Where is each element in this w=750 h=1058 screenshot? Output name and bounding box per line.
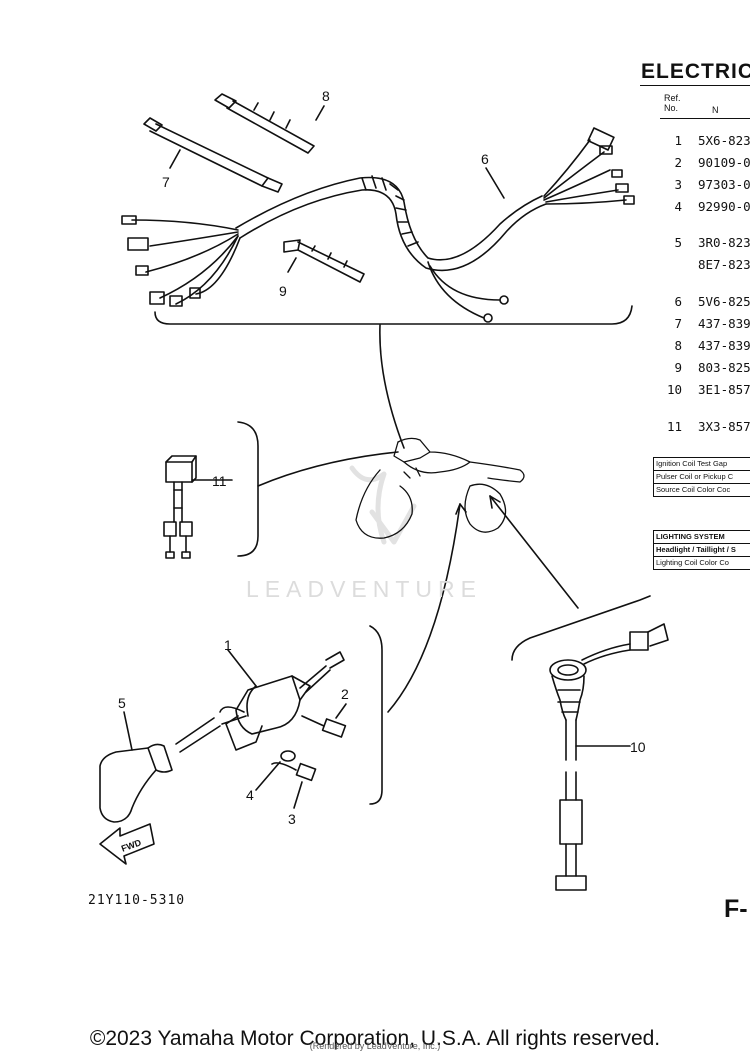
leader-sensor xyxy=(489,495,579,609)
row-ref: 2 xyxy=(674,155,682,170)
leader-coil xyxy=(387,503,461,713)
table-row: 4 92990-0 xyxy=(662,199,750,215)
bracket-harness xyxy=(154,305,633,325)
leader-cdi xyxy=(257,451,399,487)
strap-8 xyxy=(214,93,315,154)
row-part-no: 803-825 xyxy=(698,360,750,375)
strap-9 xyxy=(283,239,365,283)
callout-6: 6 xyxy=(481,151,489,167)
row-ref: 11 xyxy=(666,419,682,434)
spec-line: LIGHTING SYSTEM xyxy=(654,531,750,544)
strap-7 xyxy=(143,117,283,193)
figure-code: 21Y110-5310 xyxy=(88,893,186,908)
fwd-arrow-icon xyxy=(99,823,155,865)
spec-line: Headlight / Taillight / S xyxy=(654,544,750,557)
row-part-no: 437-839 xyxy=(698,316,750,331)
table-row: 11 3X3-857 xyxy=(662,419,750,435)
row-part-no: 3R0-823 xyxy=(698,235,750,250)
bracket-sensor xyxy=(511,595,651,661)
callout-11: 11 xyxy=(212,473,227,489)
callout-2: 2 xyxy=(341,686,349,702)
row-ref: 3 xyxy=(674,177,682,192)
row-ref: 9 xyxy=(674,360,682,375)
ignition-spec-box: Ignition Coil Test Gap Pulser Coil or Pi… xyxy=(653,457,750,497)
row-part-no: 92990-0 xyxy=(698,199,750,214)
table-row: 7 437-839 xyxy=(662,316,750,332)
row-ref: 1 xyxy=(674,133,682,148)
row-part-no: 90109-0 xyxy=(698,155,750,170)
row-part-no: 5V6-825 xyxy=(698,294,750,309)
watermark-text: LEADVENTURE xyxy=(246,576,482,602)
table-row: 5 3R0-823 xyxy=(662,235,750,251)
row-ref: 6 xyxy=(674,294,682,309)
table-row: 6 5V6-825 xyxy=(662,294,750,310)
vehicle-silhouette xyxy=(355,437,525,539)
row-part-no: 3X3-857 xyxy=(698,419,750,434)
row-ref: 10 xyxy=(666,382,682,397)
callout-10: 10 xyxy=(630,739,646,755)
row-part-no: 3E1-857 xyxy=(698,382,750,397)
callout-9: 9 xyxy=(279,283,287,299)
leader-harness xyxy=(379,324,405,449)
watermark-logo xyxy=(349,465,417,545)
callout-4: 4 xyxy=(246,787,254,803)
title-underline xyxy=(640,85,750,86)
ref-header-line2: No. xyxy=(664,103,679,113)
callout-5: 5 xyxy=(118,695,126,711)
plug-cap-5 xyxy=(99,717,221,823)
rendered-by-note: (Rendered by LeadVenture, Inc.) xyxy=(309,1041,441,1051)
table-row: 2 90109-0 xyxy=(662,155,750,171)
page-reference: F- xyxy=(724,895,748,923)
spec-line: Pulser Coil or Pickup C xyxy=(654,471,750,484)
spec-line: Source Coil Color Coc xyxy=(656,485,731,494)
header-rule xyxy=(660,118,750,119)
sensor-10 xyxy=(549,623,669,891)
ref-header-line1: Ref. xyxy=(664,93,681,103)
spec-line: Ignition Coil Test Gap xyxy=(654,458,750,471)
washer-4 xyxy=(280,750,296,762)
table-row: 8 437-839 xyxy=(662,338,750,354)
row-ref: 7 xyxy=(674,316,682,331)
row-ref: 5 xyxy=(674,235,682,250)
ignition-coil-1 xyxy=(219,651,345,751)
row-part-no: 8E7-823 xyxy=(698,257,750,272)
harness-6 xyxy=(121,127,635,323)
cdi-unit-11 xyxy=(163,455,197,559)
page-title: ELECTRIC xyxy=(641,60,750,83)
callout-7: 7 xyxy=(162,174,170,190)
lighting-spec-box: LIGHTING SYSTEM Headlight / Taillight / … xyxy=(653,530,750,570)
part-no-header: N xyxy=(712,105,719,115)
row-part-no: 97303-0 xyxy=(698,177,750,192)
bracket-coil xyxy=(369,625,383,805)
spec-line: Lighting Coil Color Co xyxy=(656,558,729,567)
fwd-label: FWD xyxy=(120,837,143,854)
table-row: 8E7-823 xyxy=(662,257,750,273)
table-row: 9 803-825 xyxy=(662,360,750,376)
callout-3: 3 xyxy=(288,811,296,827)
row-ref: 4 xyxy=(674,199,682,214)
row-part-no: 5X6-823 xyxy=(698,133,750,148)
row-part-no: 437-839 xyxy=(698,338,750,353)
table-row: 10 3E1-857 xyxy=(662,382,750,398)
bracket-11 xyxy=(237,421,259,557)
screw-3 xyxy=(271,762,317,782)
screw-2 xyxy=(301,715,347,738)
table-row: 3 97303-0 xyxy=(662,177,750,193)
ref-no-header: Ref. No. xyxy=(664,93,681,113)
copyright-notice: ©2023 Yamaha Motor Corporation, U.S.A. A… xyxy=(89,1027,661,1050)
callout-8: 8 xyxy=(322,88,330,104)
row-ref: 8 xyxy=(674,338,682,353)
table-row: 1 5X6-823 xyxy=(662,133,750,149)
callout-1: 1 xyxy=(224,637,232,653)
